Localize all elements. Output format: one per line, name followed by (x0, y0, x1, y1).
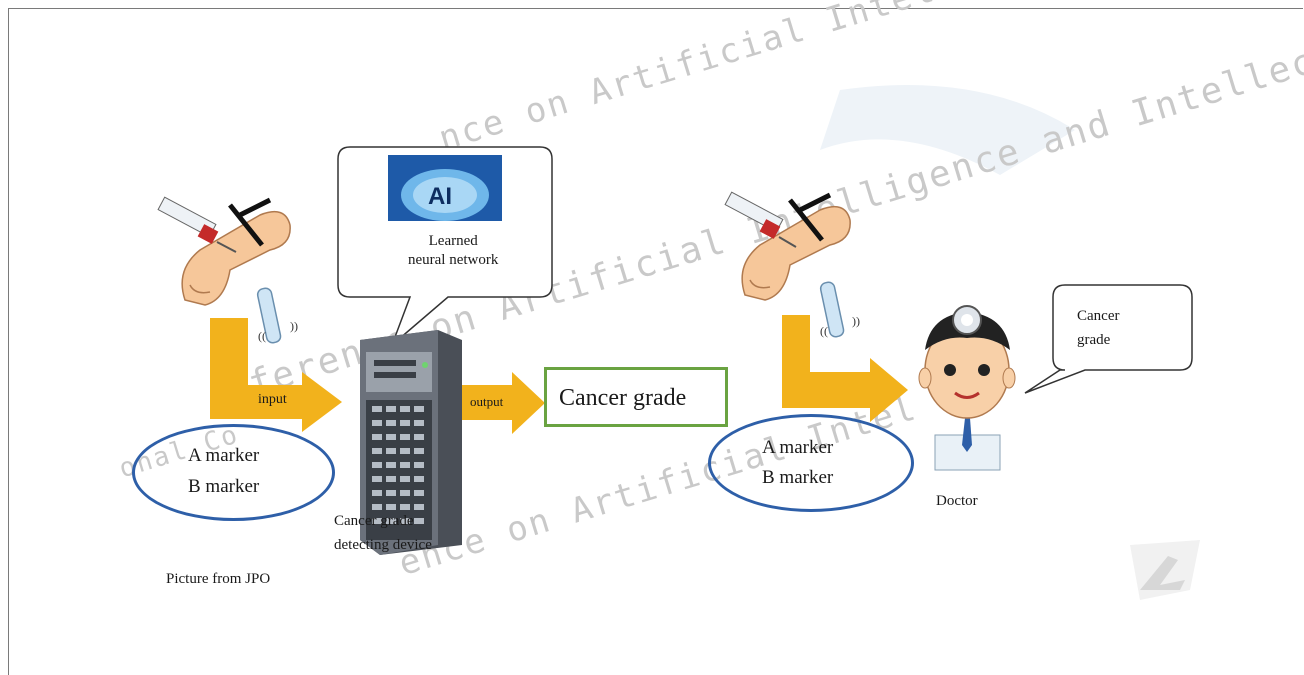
svg-text:)): )) (852, 314, 860, 328)
svg-text:((: (( (258, 329, 266, 343)
left-marker-a: A marker (188, 445, 260, 466)
right-test-tube-icon: (( )) (819, 281, 860, 338)
server-icon (360, 330, 462, 555)
cancer-grade-box: Cancer grade (544, 367, 728, 427)
left-markers-ellipse (132, 424, 335, 521)
slide-frame (8, 8, 1303, 675)
left-marker-b: B marker (188, 476, 260, 497)
cancer-grade-label: Cancer grade (559, 385, 687, 411)
right-markers-ellipse (708, 414, 914, 512)
ai-chip-label: AI (428, 183, 452, 210)
doctor-icon (918, 305, 1016, 471)
picture-credit: Picture from JPO (166, 571, 271, 587)
input-label: input (258, 392, 287, 407)
doctor-speech-text: Cancer grade (1077, 308, 1120, 348)
right-marker-a: A marker (762, 437, 834, 458)
device-label: Cancer grade detecting device (334, 513, 432, 553)
input-arrow (210, 318, 342, 432)
output-arrow (462, 372, 545, 434)
learned-network-label: Learned neural network (408, 233, 499, 268)
output-label: output (470, 394, 504, 409)
svg-text:)): )) (290, 319, 298, 333)
doctor-label: Doctor (936, 493, 978, 509)
svg-text:((: (( (820, 324, 828, 338)
left-test-tube-icon: (( )) (256, 287, 298, 344)
left-arm-syringe-icon (157, 196, 291, 306)
right-marker-b: B marker (762, 467, 834, 488)
right-arm-syringe-icon (724, 191, 851, 301)
doctor-arrow (782, 315, 908, 422)
doctor-speech-bubble (1024, 284, 1193, 394)
